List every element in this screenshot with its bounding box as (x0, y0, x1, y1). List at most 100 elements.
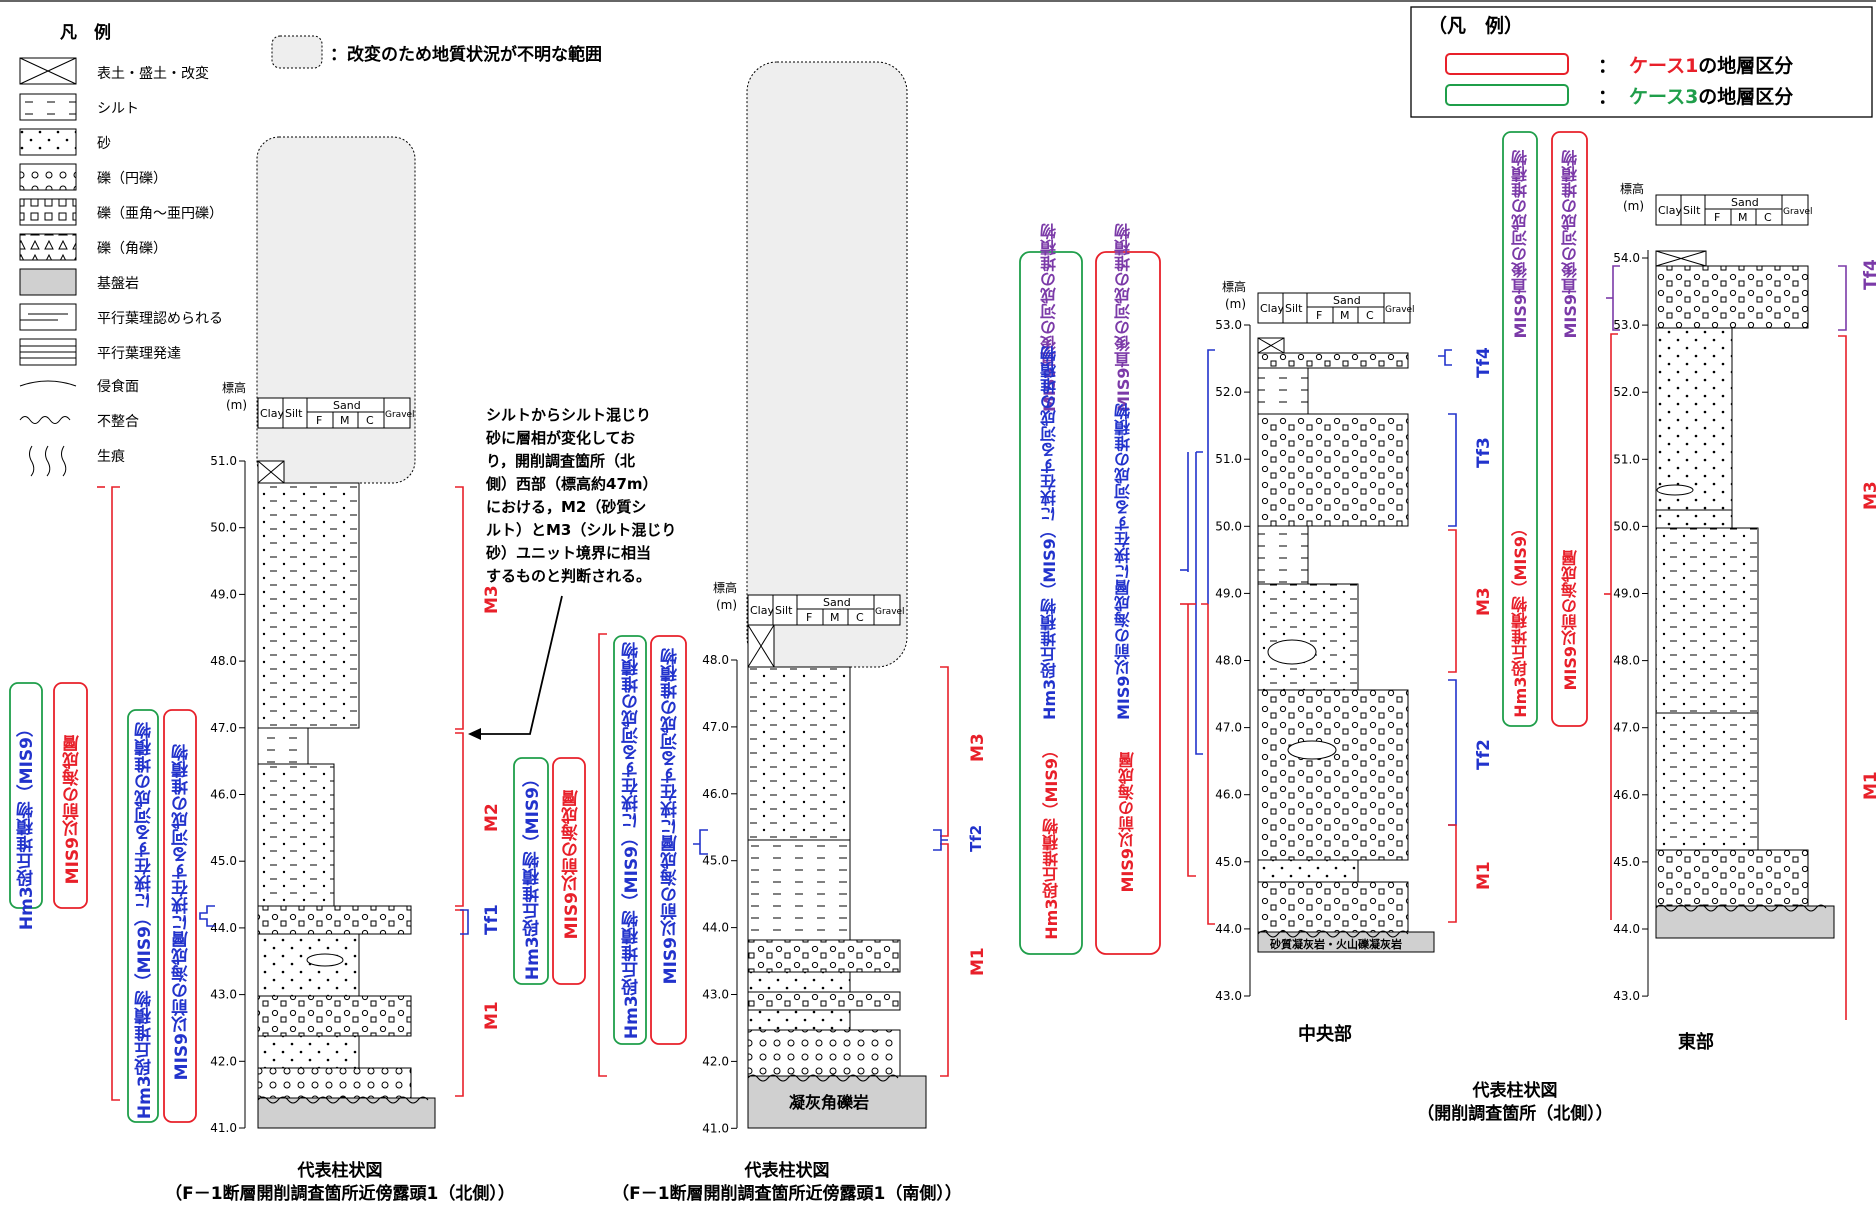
unit-tf2-3: Tf2 (1474, 739, 1494, 770)
elev-tick-label: 44.0 (1613, 922, 1640, 936)
unit-m3-4: M3 (1861, 481, 1876, 510)
legend-swatch-unconf (20, 417, 70, 424)
label-mis9-fluvial-2: MIS9以前の海成層に挟在する河成の堆積物 (658, 648, 683, 984)
caption-col1: 代表柱状図 （F－1断層開削調査箇所近傍露頭1（北側）） (120, 1160, 560, 1206)
elev-unit-2: (m) (716, 598, 737, 612)
legend-title: 凡 例 (60, 22, 111, 43)
svg-text:F: F (1714, 211, 1720, 224)
elev-tick-label: 51.0 (1613, 452, 1640, 466)
unit-brackets-1 (455, 487, 463, 1096)
elev-label-4: 標高 (1620, 181, 1644, 196)
elev-tick-label: 45.0 (1215, 855, 1242, 869)
elev-tick-label: 45.0 (702, 854, 729, 868)
grain-header-1: ClaySilt SandF MC Gravel (258, 398, 415, 428)
legend-swatch-gravel-sub (20, 199, 76, 225)
legend-label-unconf: 不整合 (97, 414, 139, 430)
svg-text:Clay: Clay (1658, 204, 1682, 217)
legend-label-sand: 砂 (97, 136, 111, 152)
legend-swatch-bedrock (20, 269, 76, 295)
label-c3r-bot: MIS9以前の海成層 (1116, 752, 1140, 893)
elev-tick-label: 42.0 (702, 1054, 729, 1068)
bedrock-label-2: 凝灰角礫岩 (789, 1093, 869, 1112)
svg-text:Silt: Silt (775, 604, 793, 617)
case-legend-title: （凡 例） (1428, 14, 1523, 37)
svg-text:Gravel: Gravel (385, 410, 415, 420)
elev-label-3: 標高 (1222, 279, 1246, 294)
unit-m3-3: M3 (1474, 587, 1494, 616)
legend-swatch-lam-dev (20, 339, 76, 365)
elev-tick-label: 50.0 (1215, 519, 1242, 533)
legend-swatch-bio (30, 446, 66, 476)
elev-tick-label: 43.0 (1613, 989, 1640, 1003)
label-mis9-marine-1: MIS9以前の海成層 (60, 735, 85, 884)
unknown-range-box-1 (257, 137, 415, 483)
elev-unit-3: (m) (1225, 297, 1246, 311)
legend-swatch-silt (20, 94, 76, 120)
label-hm3-fluvial-2: Hm3段丘堆積物（MIS9）に挟在する河成の堆積物 (619, 642, 644, 1039)
legend-label-erosion: 侵食面 (97, 378, 139, 395)
legend-label-gravel-sub: 礫（亜角～亜円礫） (97, 206, 223, 222)
elev-label-1: 標高 (222, 380, 246, 395)
legend-label-silt: シルト (97, 101, 139, 117)
legend-label-gravel-ang: 礫（角礫） (97, 241, 167, 257)
svg-text:C: C (1764, 211, 1772, 224)
legend-swatch-erosion (20, 381, 76, 386)
label-c4g-top: MIS9直後の河成の堆積物 (1509, 150, 1533, 339)
label-hm3-mis9-2: Hm3段丘堆積物（MIS9） (520, 770, 545, 980)
elev-tick-label: 47.0 (210, 721, 237, 735)
unit-brackets-2 (940, 667, 948, 1076)
elev-tick-label: 44.0 (210, 921, 237, 935)
label-c3g-mid: Hm3段丘堆積物（MIS9）に挟在する河成の堆積物 (1038, 470, 1062, 720)
legend-swatch-gravel-ang (20, 234, 76, 260)
elev-tick-label: 47.0 (1613, 721, 1640, 735)
elev-tick-label: 48.0 (702, 653, 729, 667)
legend-label-bio: 生痕 (97, 449, 125, 465)
elev-tick-label: 46.0 (1215, 788, 1242, 802)
unit-m2-1: M2 (482, 803, 502, 832)
svg-text:Sand: Sand (1731, 196, 1759, 209)
elev-tick-label: 43.0 (702, 988, 729, 1002)
svg-text:Silt: Silt (1285, 302, 1303, 315)
svg-text:F: F (316, 414, 322, 427)
unit-m1-3: M1 (1474, 861, 1494, 890)
annotation-arrow (468, 596, 562, 740)
elev-label-2: 標高 (713, 580, 737, 595)
elev-tick-label: 41.0 (702, 1121, 729, 1135)
unit-m3-1: M3 (482, 585, 502, 614)
unit-tf3-3: Tf3 (1474, 437, 1494, 468)
svg-text:M: M (830, 611, 840, 624)
elev-tick-label: 44.0 (702, 921, 729, 935)
unit-tf4-3: Tf4 (1474, 347, 1494, 378)
elev-tick-label: 46.0 (702, 787, 729, 801)
label-c4r-bot: MIS9以前の海成層 (1559, 550, 1583, 691)
elev-tick-label: 49.0 (1613, 587, 1640, 601)
unit-tf-4: Tf4 (1861, 259, 1876, 290)
elev-tick-label: 53.0 (1215, 318, 1242, 332)
legend-label-lam-dev: 平行葉理発達 (97, 346, 181, 362)
elev-tick-label: 45.0 (1613, 855, 1640, 869)
legend-swatch-sand (20, 129, 76, 155)
svg-text:C: C (366, 414, 374, 427)
elev-tick-label: 47.0 (702, 720, 729, 734)
svg-text:Clay: Clay (260, 407, 284, 420)
elev-tick-label: 48.0 (1613, 654, 1640, 668)
elev-unit-1: (m) (226, 398, 247, 412)
grain-header-4: ClaySilt SandF MC Gravel (1656, 195, 1813, 225)
svg-text:Sand: Sand (823, 596, 851, 609)
svg-text:Sand: Sand (1333, 294, 1361, 307)
svg-text:Clay: Clay (1260, 302, 1284, 315)
elev-tick-label: 45.0 (210, 854, 237, 868)
case-legend: （凡 例） ：ケース1の地層区分 ：ケース3の地層区分 (1411, 7, 1872, 117)
legend-swatch-gravel-round (20, 164, 76, 190)
caption-col2: 代表柱状図 （F－1断層開削調査箇所近傍露頭1（南側）） (572, 1160, 1002, 1206)
unknown-range-box-2 (747, 62, 907, 667)
elev-tick-label: 52.0 (1215, 385, 1242, 399)
label-c3r-mid: MIS9以前の海成層に挟在する河成の堆積物 (1112, 470, 1136, 720)
svg-text:Silt: Silt (1683, 204, 1701, 217)
elev-tick-label: 47.0 (1215, 721, 1242, 735)
unit-tf2-2: Tf2 (967, 825, 985, 852)
elev-tick-label: 43.0 (210, 988, 237, 1002)
